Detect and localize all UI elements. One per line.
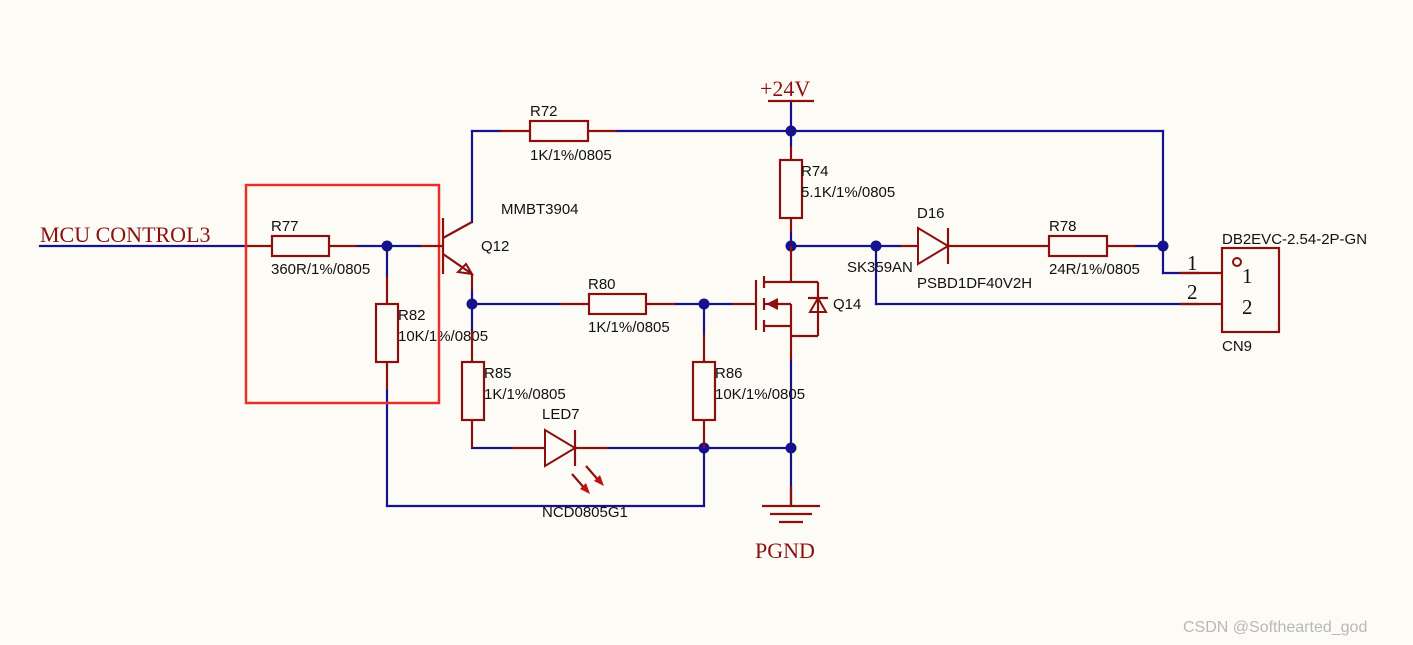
led-led7: LED7 NCD0805G1 xyxy=(512,406,628,521)
wires xyxy=(38,99,1200,508)
mcu-control-label: MCU CONTROL3 xyxy=(40,222,211,247)
resistor-r78: R78 24R/1%/0805 xyxy=(1020,218,1140,278)
connector-cn9: 1 2 1 2 DB2EVC-2.54-2P-GN CN9 xyxy=(1180,231,1367,355)
watermark: CSDN @Softhearted_god xyxy=(1183,619,1367,636)
r82-ref: R82 xyxy=(398,307,426,324)
q12-part: MMBT3904 xyxy=(501,201,579,218)
q12-ref: Q12 xyxy=(481,238,509,255)
resistor-r72: R72 1K/1%/0805 xyxy=(500,103,617,164)
r72-value: 1K/1%/0805 xyxy=(530,147,612,164)
resistor-r77: R77 360R/1%/0805 xyxy=(247,218,370,278)
r86-value: 10K/1%/0805 xyxy=(715,386,805,403)
r85-ref: R85 xyxy=(484,365,512,382)
power-24v: +24V xyxy=(760,76,814,103)
junction-dot xyxy=(870,240,882,252)
junction-dot xyxy=(466,298,478,310)
d16-part: PSBD1DF40V2H xyxy=(917,275,1032,292)
pgnd-label: PGND xyxy=(755,538,815,563)
cn9-part: DB2EVC-2.54-2P-GN xyxy=(1222,231,1367,248)
highlight-box xyxy=(244,183,441,405)
cn9-ref: CN9 xyxy=(1222,338,1252,355)
junction-dot xyxy=(1157,240,1169,252)
cn9-wire-pin1: 1 xyxy=(1187,251,1198,275)
q14-part: SK359AN xyxy=(847,259,913,276)
junction-dot xyxy=(785,125,797,137)
r80-ref: R80 xyxy=(588,276,616,293)
diode-d16: D16 PSBD1DF40V2H xyxy=(900,205,1032,292)
r74-ref: R74 xyxy=(801,163,829,180)
r77-ref: R77 xyxy=(271,218,299,235)
r86-ref: R86 xyxy=(715,365,743,382)
resistor-r86: R86 10K/1%/0805 xyxy=(691,334,805,448)
cn9-pin2: 2 xyxy=(1242,295,1253,319)
r74-value: 5.1K/1%/0805 xyxy=(801,184,895,201)
junctions xyxy=(381,125,1169,454)
junction-dot xyxy=(785,442,797,454)
r85-value: 1K/1%/0805 xyxy=(484,386,566,403)
resistor-r74: R74 5.1K/1%/0805 xyxy=(778,146,895,232)
resistor-r80: R80 1K/1%/0805 xyxy=(560,276,675,336)
r78-value: 24R/1%/0805 xyxy=(1049,261,1140,278)
vplus-label: +24V xyxy=(760,76,810,101)
r78-ref: R78 xyxy=(1049,218,1077,235)
resistor-r82: R82 10K/1%/0805 xyxy=(374,276,488,390)
r72-ref: R72 xyxy=(530,103,558,120)
q14-ref: Q14 xyxy=(833,296,861,313)
mosfet-q14: Q14 SK359AN xyxy=(732,246,913,360)
r80-value: 1K/1%/0805 xyxy=(588,319,670,336)
cn9-pin1: 1 xyxy=(1242,264,1253,288)
resistor-r85: R85 1K/1%/0805 xyxy=(460,330,566,448)
led7-part: NCD0805G1 xyxy=(542,504,628,521)
cn9-wire-pin2: 2 xyxy=(1187,280,1198,304)
led7-ref: LED7 xyxy=(542,406,580,423)
junction-dot xyxy=(381,240,393,252)
r77-value: 360R/1%/0805 xyxy=(271,261,370,278)
r82-value: 10K/1%/0805 xyxy=(398,328,488,345)
d16-ref: D16 xyxy=(917,205,945,222)
transistor-q12: MMBT3904 Q12 xyxy=(420,201,579,290)
junction-dot xyxy=(698,298,710,310)
ground-pgnd: PGND xyxy=(755,486,820,563)
